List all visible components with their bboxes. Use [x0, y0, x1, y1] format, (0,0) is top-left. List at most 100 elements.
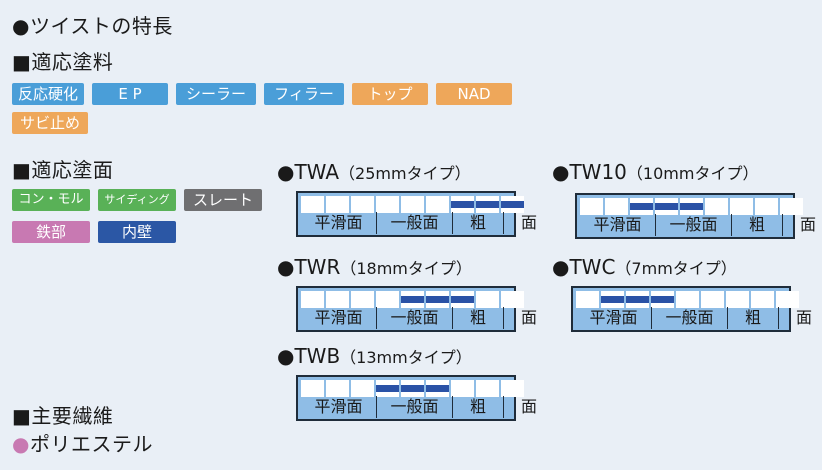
- product-title-twb: ●TWB（13mmタイプ）: [277, 344, 472, 370]
- surface-tag-row-2: 鉄部 内壁: [12, 221, 176, 243]
- product-title-tw10: ●TW10（10mmタイプ）: [552, 160, 758, 186]
- product-title-twr: ●TWR（18mmタイプ）: [277, 255, 472, 281]
- scale-label: 面: [782, 214, 822, 236]
- scale-cell: [376, 196, 399, 213]
- scale-cell: [626, 291, 649, 308]
- scale-cell: [501, 291, 524, 308]
- surface-tag-interior-wall: 内壁: [98, 221, 176, 243]
- surface-scale-twc: 平滑面一般面粗面: [571, 286, 812, 332]
- scale-cell: [755, 198, 778, 215]
- scale-cell: [426, 196, 449, 213]
- scale-label: 平滑面: [314, 308, 363, 327]
- scale-cell: [426, 291, 449, 308]
- scale-cell: [476, 380, 499, 397]
- product-name: ●TW10: [552, 160, 627, 184]
- scale-cell: [376, 291, 399, 308]
- paint-tag-row-2: サビ止め: [12, 112, 88, 134]
- scale-label: 面: [778, 307, 822, 329]
- scale-label: 一般面: [376, 396, 452, 418]
- scale-cell: [705, 198, 728, 215]
- surface-tag-siding: サイディング: [98, 189, 176, 211]
- coverage-bar: [426, 296, 449, 303]
- product-title-twc: ●TWC（7mmタイプ）: [552, 255, 737, 281]
- coverage-bar: [376, 385, 399, 392]
- coverage-bar: [501, 201, 524, 208]
- scale-cells: [301, 291, 524, 308]
- scale-cell: [780, 198, 803, 215]
- paint-tag-row-1: 反応硬化 E P シーラー フィラー トップ NAD: [12, 83, 512, 105]
- scale-label: 一般面: [651, 307, 727, 329]
- scale-cell: [376, 380, 399, 397]
- scale-cell: [576, 291, 599, 308]
- scale-cell: [476, 196, 499, 213]
- scale-cell: [651, 291, 674, 308]
- paint-tag-top: トップ: [352, 83, 428, 105]
- scale-cell: [605, 198, 628, 215]
- coverage-bar: [426, 385, 449, 392]
- surface-tag-slate: スレート: [184, 189, 262, 211]
- scale-cell: [680, 198, 703, 215]
- scale-label: 粗: [452, 212, 503, 234]
- scale-labels: 平滑面一般面粗面: [576, 307, 822, 329]
- scale-labels: 平滑面一般面粗面: [301, 307, 554, 329]
- surface-tag-concrete: コン・モル: [12, 189, 90, 211]
- scale-cell: [726, 291, 749, 308]
- scale-cell: [630, 198, 653, 215]
- coverage-bar: [451, 201, 474, 208]
- surface-scale-twa: 平滑面一般面粗面: [296, 191, 537, 237]
- scale-cells: [301, 196, 524, 213]
- scale-label: 粗: [452, 396, 503, 418]
- fiber-item: ●ポリエステル: [12, 432, 153, 456]
- scale-label: 平滑面: [314, 213, 363, 232]
- scale-cells: [576, 291, 799, 308]
- scale-label: 粗: [731, 214, 782, 236]
- scale-cell: [326, 380, 349, 397]
- scale-cell: [451, 196, 474, 213]
- product-name: ●TWB: [277, 344, 341, 368]
- scale-cell: [776, 291, 799, 308]
- coverage-bar: [651, 296, 674, 303]
- scale-cell: [351, 196, 374, 213]
- scale-cell: [426, 380, 449, 397]
- scale-cell: [451, 380, 474, 397]
- scale-cell: [655, 198, 678, 215]
- coverage-bar: [655, 203, 678, 210]
- paint-tag-ep: E P: [92, 83, 168, 105]
- scale-cell: [301, 380, 324, 397]
- scale-cell: [501, 380, 524, 397]
- scale-label: 一般面: [376, 307, 452, 329]
- scale-cell: [301, 291, 324, 308]
- product-size: （25mmタイプ）: [339, 164, 471, 183]
- paint-heading: ■適応塗料: [12, 50, 114, 74]
- scale-cell: [701, 291, 724, 308]
- scale-cell: [351, 380, 374, 397]
- surface-scale-twr: 平滑面一般面粗面: [296, 286, 537, 332]
- product-name: ●TWA: [277, 160, 340, 184]
- scale-label: 平滑面: [589, 308, 638, 327]
- scale-label: 平滑面: [593, 215, 642, 234]
- coverage-bar: [601, 296, 624, 303]
- scale-cell: [580, 198, 603, 215]
- coverage-bar: [451, 296, 474, 303]
- fiber-heading: ■主要繊維: [12, 404, 114, 428]
- scale-labels: 平滑面一般面粗面: [580, 214, 822, 236]
- scale-cell: [351, 291, 374, 308]
- scale-cell: [751, 291, 774, 308]
- product-size: （10mmタイプ）: [626, 164, 759, 183]
- scale-label: 面: [503, 307, 554, 329]
- surface-heading: ■適応塗面: [12, 158, 114, 182]
- scale-cell: [401, 196, 424, 213]
- scale-label: 面: [503, 212, 554, 234]
- surface-tag-row-1: コン・モル サイディング スレート: [12, 189, 262, 211]
- scale-cell: [326, 196, 349, 213]
- scale-label: 粗: [727, 307, 778, 329]
- scale-label: 面: [503, 396, 554, 418]
- scale-cell: [476, 291, 499, 308]
- scale-label: 一般面: [376, 212, 452, 234]
- paint-tag-nad: NAD: [436, 83, 512, 105]
- surface-tag-iron: 鉄部: [12, 221, 90, 243]
- scale-labels: 平滑面一般面粗面: [301, 396, 554, 418]
- coverage-bar: [630, 203, 653, 210]
- product-size: （13mmタイプ）: [340, 348, 472, 367]
- scale-cell: [401, 291, 424, 308]
